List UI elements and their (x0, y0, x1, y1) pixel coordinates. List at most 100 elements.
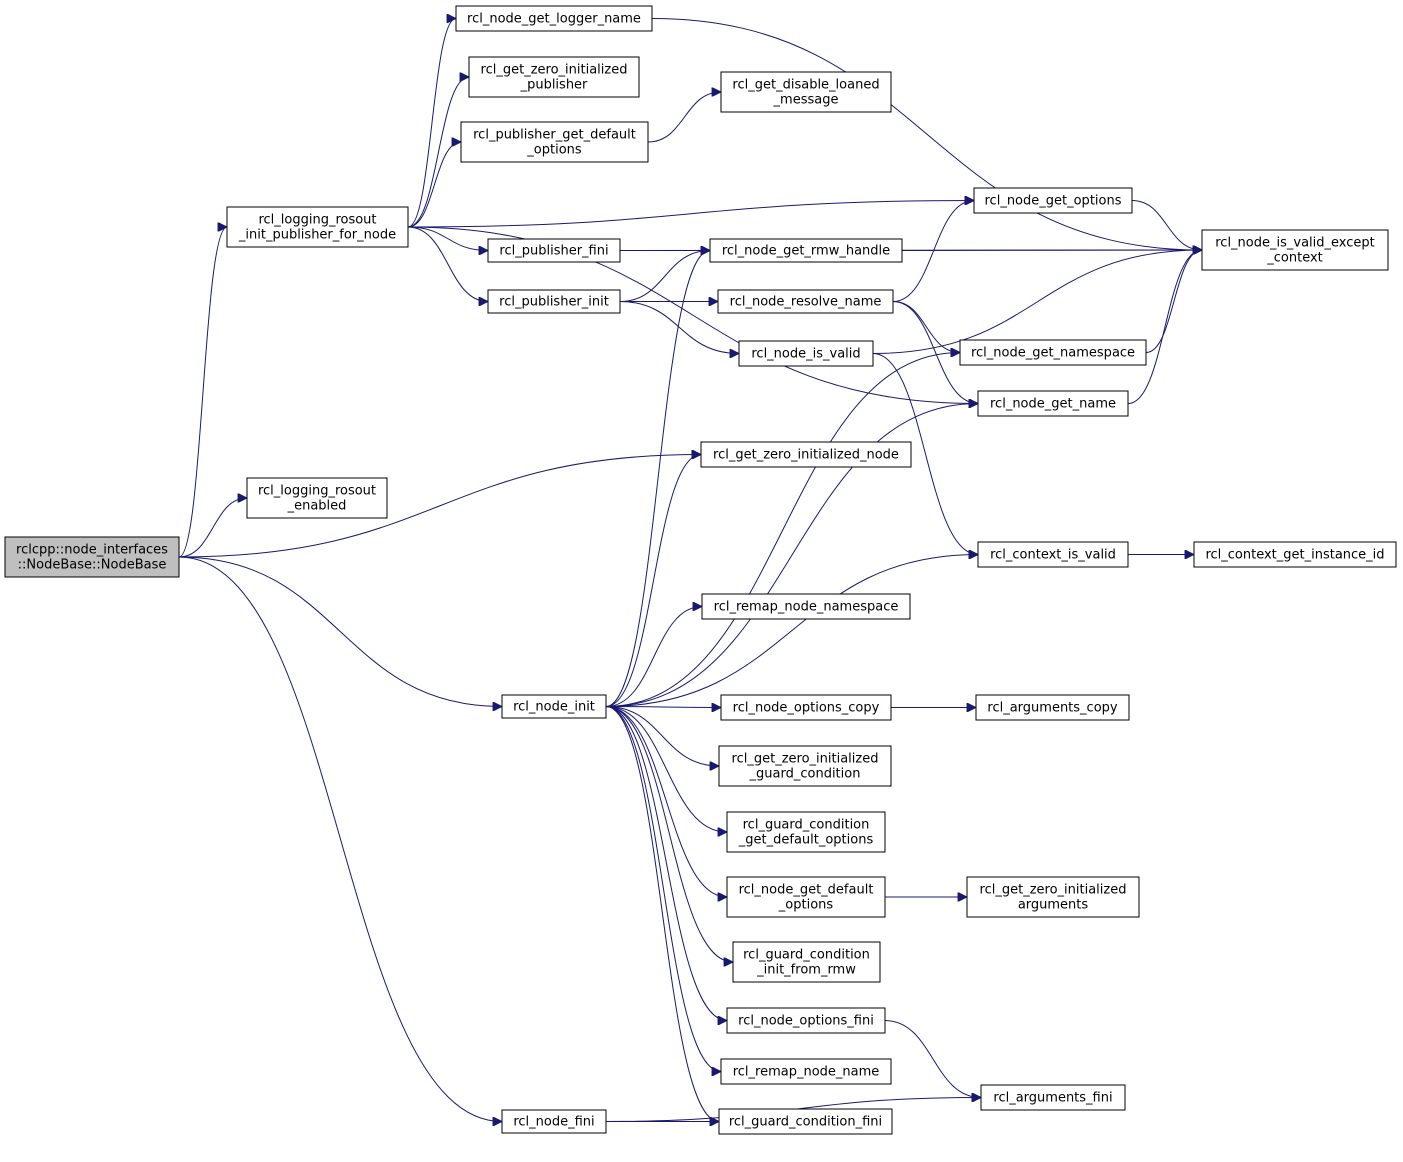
node-label: _get_default_options (738, 833, 874, 848)
node-label: rcl_get_zero_initialized_node (713, 448, 899, 463)
edge-get_name-to-valid_except_ctx (1127, 250, 1202, 404)
node-pub-init[interactable]: rcl_publisher_init (487, 289, 621, 314)
node-get-name[interactable]: rcl_node_get_name (977, 390, 1129, 417)
node-remap-name[interactable]: rcl_remap_node_name (720, 1058, 892, 1085)
node-box (468, 56, 640, 98)
node-box (726, 811, 886, 853)
edge-node_init-to-gc_default_opts (605, 706, 727, 833)
node-box (226, 206, 409, 248)
edge-resolve_name-to-get_options (892, 201, 974, 302)
node-rosout-init-pub[interactable]: rcl_logging_rosout_init_publisher_for_no… (226, 206, 409, 248)
node-get-logger-name[interactable]: rcl_node_get_logger_name (455, 5, 653, 32)
node-label: rcl_node_init (513, 700, 595, 715)
node-gc-init-rmw[interactable]: rcl_guard_condition_init_from_rmw (732, 941, 881, 983)
node-ctx-instance-id[interactable]: rcl_context_get_instance_id (1193, 541, 1397, 568)
edge-node_init-to-zero_init_node (605, 455, 701, 707)
node-args-fini[interactable]: rcl_arguments_fini (980, 1084, 1126, 1111)
edge-opts_fini-to-args_fini (884, 1020, 981, 1098)
node-box (720, 1058, 892, 1085)
node-label: arguments (1018, 898, 1089, 913)
node-remap-ns[interactable]: rcl_remap_node_namespace (701, 593, 911, 620)
node-get-namespace[interactable]: rcl_node_get_namespace (959, 339, 1147, 366)
node-node-fini[interactable]: rcl_node_fini (501, 1109, 607, 1134)
node-box (959, 339, 1147, 366)
edge-rosout_init_pub-to-pub_fini (407, 226, 488, 251)
node-layer: rclcpp::node_interfaces::NodeBase::NodeB… (4, 5, 1397, 1135)
node-label: rcl_publisher_fini (499, 244, 608, 259)
node-box (717, 289, 894, 314)
node-label: _guard_condition (749, 767, 861, 782)
node-label: rcl_node_get_rmw_handle (722, 244, 890, 259)
edge-node_init-to-gc_fini (605, 706, 719, 1122)
node-box (1193, 541, 1397, 568)
node-root[interactable]: rclcpp::node_interfaces::NodeBase::NodeB… (4, 536, 180, 578)
node-box (718, 745, 892, 787)
edge-node_init-to-remap_name (605, 706, 721, 1072)
node-box (726, 1007, 886, 1034)
node-rosout-enabled[interactable]: rcl_logging_rosout_enabled (246, 477, 388, 519)
edge-get_logger_name-to-valid_except_ctx (651, 18, 1202, 251)
node-get-rmw-handle[interactable]: rcl_node_get_rmw_handle (709, 238, 903, 263)
edge-rosout_init_pub-to-pub_init (407, 226, 488, 302)
node-label: _publisher (520, 78, 588, 93)
node-pub-default-opts[interactable]: rcl_publisher_get_default_options (460, 121, 649, 163)
node-label: rcl_publisher_init (499, 295, 609, 310)
node-resolve-name[interactable]: rcl_node_resolve_name (717, 289, 894, 314)
edge-get_namespace-to-valid_except_ctx (1145, 250, 1202, 353)
node-label: rcl_context_get_instance_id (1205, 548, 1384, 563)
node-is-valid[interactable]: rcl_node_is_valid (738, 340, 874, 367)
edge-get_options-to-valid_except_ctx (1131, 200, 1202, 251)
node-node-init[interactable]: rcl_node_init (501, 694, 607, 719)
node-label: _options (778, 898, 834, 913)
edge-pub_init-to-get_rmw_handle (619, 251, 710, 302)
edge-node_init-to-zero_init_gc (605, 706, 719, 767)
node-box (701, 593, 911, 620)
edge-root-to-node_init (178, 556, 502, 707)
node-box (975, 694, 1130, 721)
edge-is_valid-to-valid_except_ctx (872, 250, 1202, 354)
node-box (1201, 229, 1389, 271)
node-label: rcl_node_fini (513, 1115, 594, 1130)
node-ctx-is-valid[interactable]: rcl_context_is_valid (977, 541, 1129, 568)
node-label: rcl_get_disable_loaned (732, 78, 879, 93)
node-valid-except-ctx[interactable]: rcl_node_is_valid_except_context (1201, 229, 1389, 271)
node-label: ::NodeBase::NodeBase (18, 558, 167, 573)
node-label: _message (773, 93, 839, 108)
node-box (966, 876, 1140, 918)
edge-resolve_name-to-get_name (892, 301, 978, 404)
node-gc-fini[interactable]: rcl_guard_condition_fini (718, 1108, 893, 1135)
node-zero-init-pub[interactable]: rcl_get_zero_initialized_publisher (468, 56, 640, 98)
node-box (455, 5, 653, 32)
node-get-options[interactable]: rcl_node_get_options (973, 187, 1133, 214)
node-box (732, 941, 881, 983)
node-label: rcl_guard_condition (743, 948, 870, 963)
node-node-default-opts[interactable]: rcl_node_get_default_options (726, 876, 886, 918)
node-box (487, 238, 621, 263)
node-label: rcl_logging_rosout (258, 213, 376, 228)
node-gc-default-opts[interactable]: rcl_guard_condition_get_default_options (726, 811, 886, 853)
node-label: rcl_arguments_fini (993, 1091, 1112, 1106)
node-zero-init-gc[interactable]: rcl_get_zero_initialized_guard_condition (718, 745, 892, 787)
edge-is_valid-to-ctx_is_valid (872, 353, 978, 555)
node-pub-fini[interactable]: rcl_publisher_fini (487, 238, 621, 263)
node-box (720, 71, 892, 113)
node-box (700, 441, 912, 468)
node-zero-init-node[interactable]: rcl_get_zero_initialized_node (700, 441, 912, 468)
node-args-copy[interactable]: rcl_arguments_copy (975, 694, 1130, 721)
node-label: rcl_remap_node_name (733, 1065, 880, 1080)
edge-node_init-to-remap_ns (605, 607, 702, 707)
node-opts-copy[interactable]: rcl_node_options_copy (720, 694, 892, 721)
edge-pub_init-to-is_valid (619, 301, 739, 354)
edge-get_rmw_handle-to-valid_except_ctx (901, 250, 1202, 251)
edge-root-to-rosout_enabled (178, 498, 247, 558)
node-label: rcl_guard_condition (743, 818, 870, 833)
node-box (738, 340, 874, 367)
node-label: rcl_get_zero_initialized (980, 883, 1127, 898)
node-box (246, 477, 388, 519)
node-opts-fini[interactable]: rcl_node_options_fini (726, 1007, 886, 1034)
node-label: _context (1266, 251, 1323, 266)
node-disable-loaned[interactable]: rcl_get_disable_loaned_message (720, 71, 892, 113)
node-label: _options (526, 143, 582, 158)
